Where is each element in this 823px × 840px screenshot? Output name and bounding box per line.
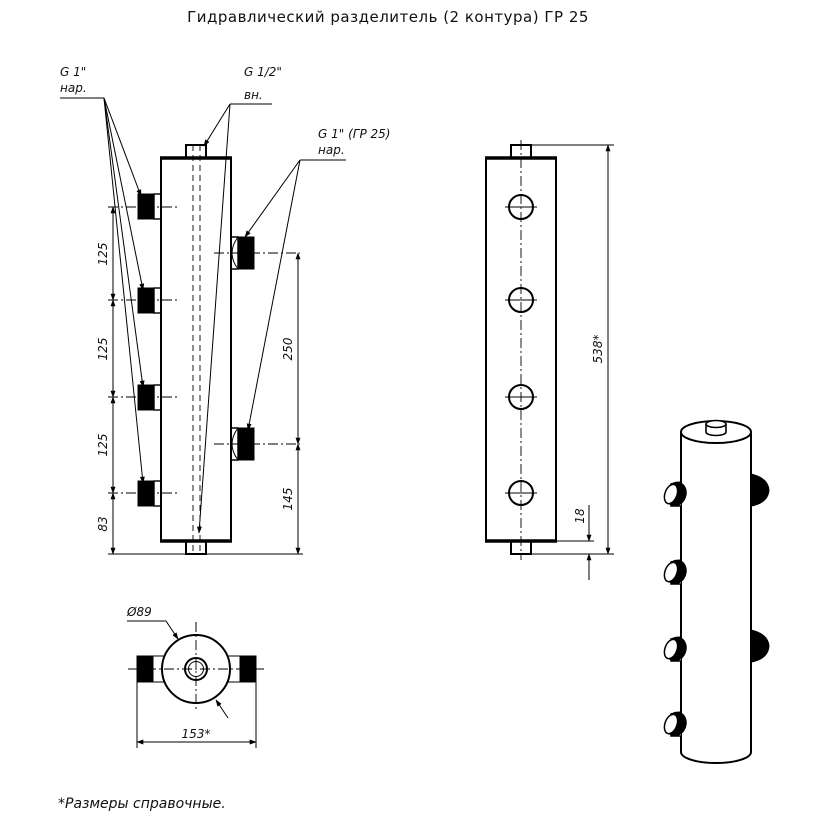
width-dimension: 153*: [136, 682, 257, 748]
dim-left-spacing-1: 125: [96, 243, 110, 266]
left-outlet-1: [108, 193, 178, 220]
dim-side-bottom: 18: [573, 508, 587, 524]
side-bottom-dimension: 18: [531, 505, 594, 580]
side-outlet-4: [505, 480, 537, 506]
right-outlet-2: [214, 427, 300, 461]
diameter-dimension: Ø89: [126, 605, 229, 719]
left-outlet-4: [108, 480, 178, 507]
left-outlet-3: [108, 384, 178, 411]
svg-text:G 1": G 1": [60, 65, 86, 79]
iso-nozzle-right-2: [750, 629, 770, 663]
isometric-view: [663, 419, 770, 764]
svg-text:G 1" (ГР 25): G 1" (ГР 25): [318, 127, 390, 141]
side-outlet-1: [505, 194, 537, 220]
iso-nozzle-1: [663, 481, 687, 507]
side-outlet-2: [505, 287, 537, 313]
left-dimension-chain: 125 125 125 83: [96, 206, 186, 555]
side-outlet-3: [505, 384, 537, 410]
iso-nozzle-3: [663, 636, 687, 662]
iso-nozzle-4: [663, 711, 687, 737]
iso-nozzle-2: [663, 559, 687, 585]
side-view: 538* 18: [485, 140, 614, 580]
total-height-dimension: 538*: [531, 144, 614, 555]
iso-nozzle-right-1: [750, 473, 770, 507]
svg-text:нар.: нар.: [60, 81, 87, 95]
dim-right-bottom: 145: [281, 488, 295, 511]
leader-outlet-thread: G 1" нар.: [60, 65, 145, 484]
left-outlet-2: [108, 287, 178, 314]
svg-text:вн.: вн.: [244, 88, 263, 102]
leader-side-thread: G 1" (ГР 25) нар.: [244, 127, 390, 431]
dim-diameter: Ø89: [126, 605, 152, 619]
leader-top-thread: G 1/2" вн.: [197, 65, 282, 534]
footnote: *Размеры справочные.: [58, 796, 226, 812]
dim-total-height: 538*: [591, 335, 605, 364]
drawing-title: Гидравлический разделитель (2 контура) Г…: [187, 8, 589, 26]
dim-left-spacing-2: 125: [96, 338, 110, 361]
dim-width: 153*: [182, 727, 211, 741]
right-outlet-1: [214, 236, 300, 270]
top-view: Ø89 153*: [126, 605, 266, 748]
front-view: G 1" нар. G 1/2" вн. G 1" (ГР 25) нар.: [60, 65, 390, 555]
dim-right-spacing: 250: [281, 337, 295, 360]
svg-text:нар.: нар.: [318, 143, 345, 157]
svg-text:G 1/2": G 1/2": [244, 65, 282, 79]
dim-left-spacing-3: 125: [96, 434, 110, 457]
right-dimension-chain: 250 145: [206, 252, 303, 555]
dim-left-bottom: 83: [96, 516, 110, 531]
